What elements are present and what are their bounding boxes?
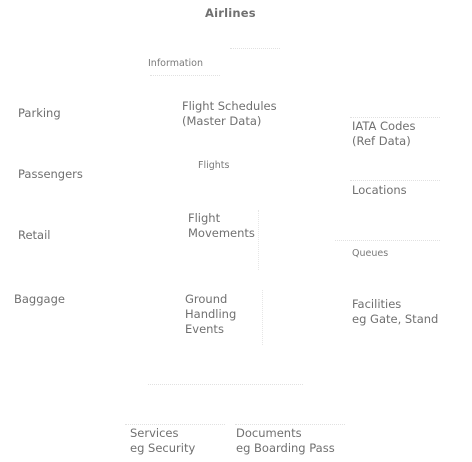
divider (335, 240, 440, 241)
divider (258, 210, 259, 270)
label-flights: Flights (198, 160, 230, 171)
divider (148, 384, 303, 385)
node-services-line1: Services (130, 426, 179, 440)
node-passengers: Passengers (18, 167, 83, 181)
node-flight-schedules-line2: (Master Data) (182, 114, 262, 128)
node-flight-movements-line2: Movements (188, 226, 255, 240)
node-facilities-line1: Facilities (352, 297, 402, 311)
node-flight-schedules-line1: Flight Schedules (182, 99, 277, 113)
divider (350, 180, 440, 181)
divider (230, 48, 280, 49)
node-flight-movements-line1: Flight (188, 211, 221, 225)
node-ground-handling-line3: Events (185, 322, 224, 336)
label-information: Information (148, 58, 203, 69)
node-parking: Parking (18, 106, 61, 120)
diagram-title: Airlines (205, 6, 256, 20)
node-iata-codes-line1: IATA Codes (352, 119, 416, 133)
node-baggage: Baggage (14, 292, 65, 306)
node-ground-handling-line1: Ground (185, 292, 228, 306)
node-retail: Retail (18, 228, 51, 242)
divider (125, 424, 225, 425)
divider (262, 290, 263, 345)
node-services-line2: eg Security (130, 441, 196, 455)
node-iata-codes-line2: (Ref Data) (352, 134, 411, 148)
divider (150, 75, 220, 76)
node-ground-handling-line2: Handling (185, 307, 237, 321)
label-queues: Queues (352, 248, 389, 259)
node-documents-line1: Documents (236, 426, 302, 440)
divider (235, 424, 345, 425)
node-facilities-line2: eg Gate, Stand (352, 312, 439, 326)
divider (350, 117, 440, 118)
node-documents-line2: eg Boarding Pass (236, 441, 335, 455)
node-locations: Locations (352, 183, 407, 197)
